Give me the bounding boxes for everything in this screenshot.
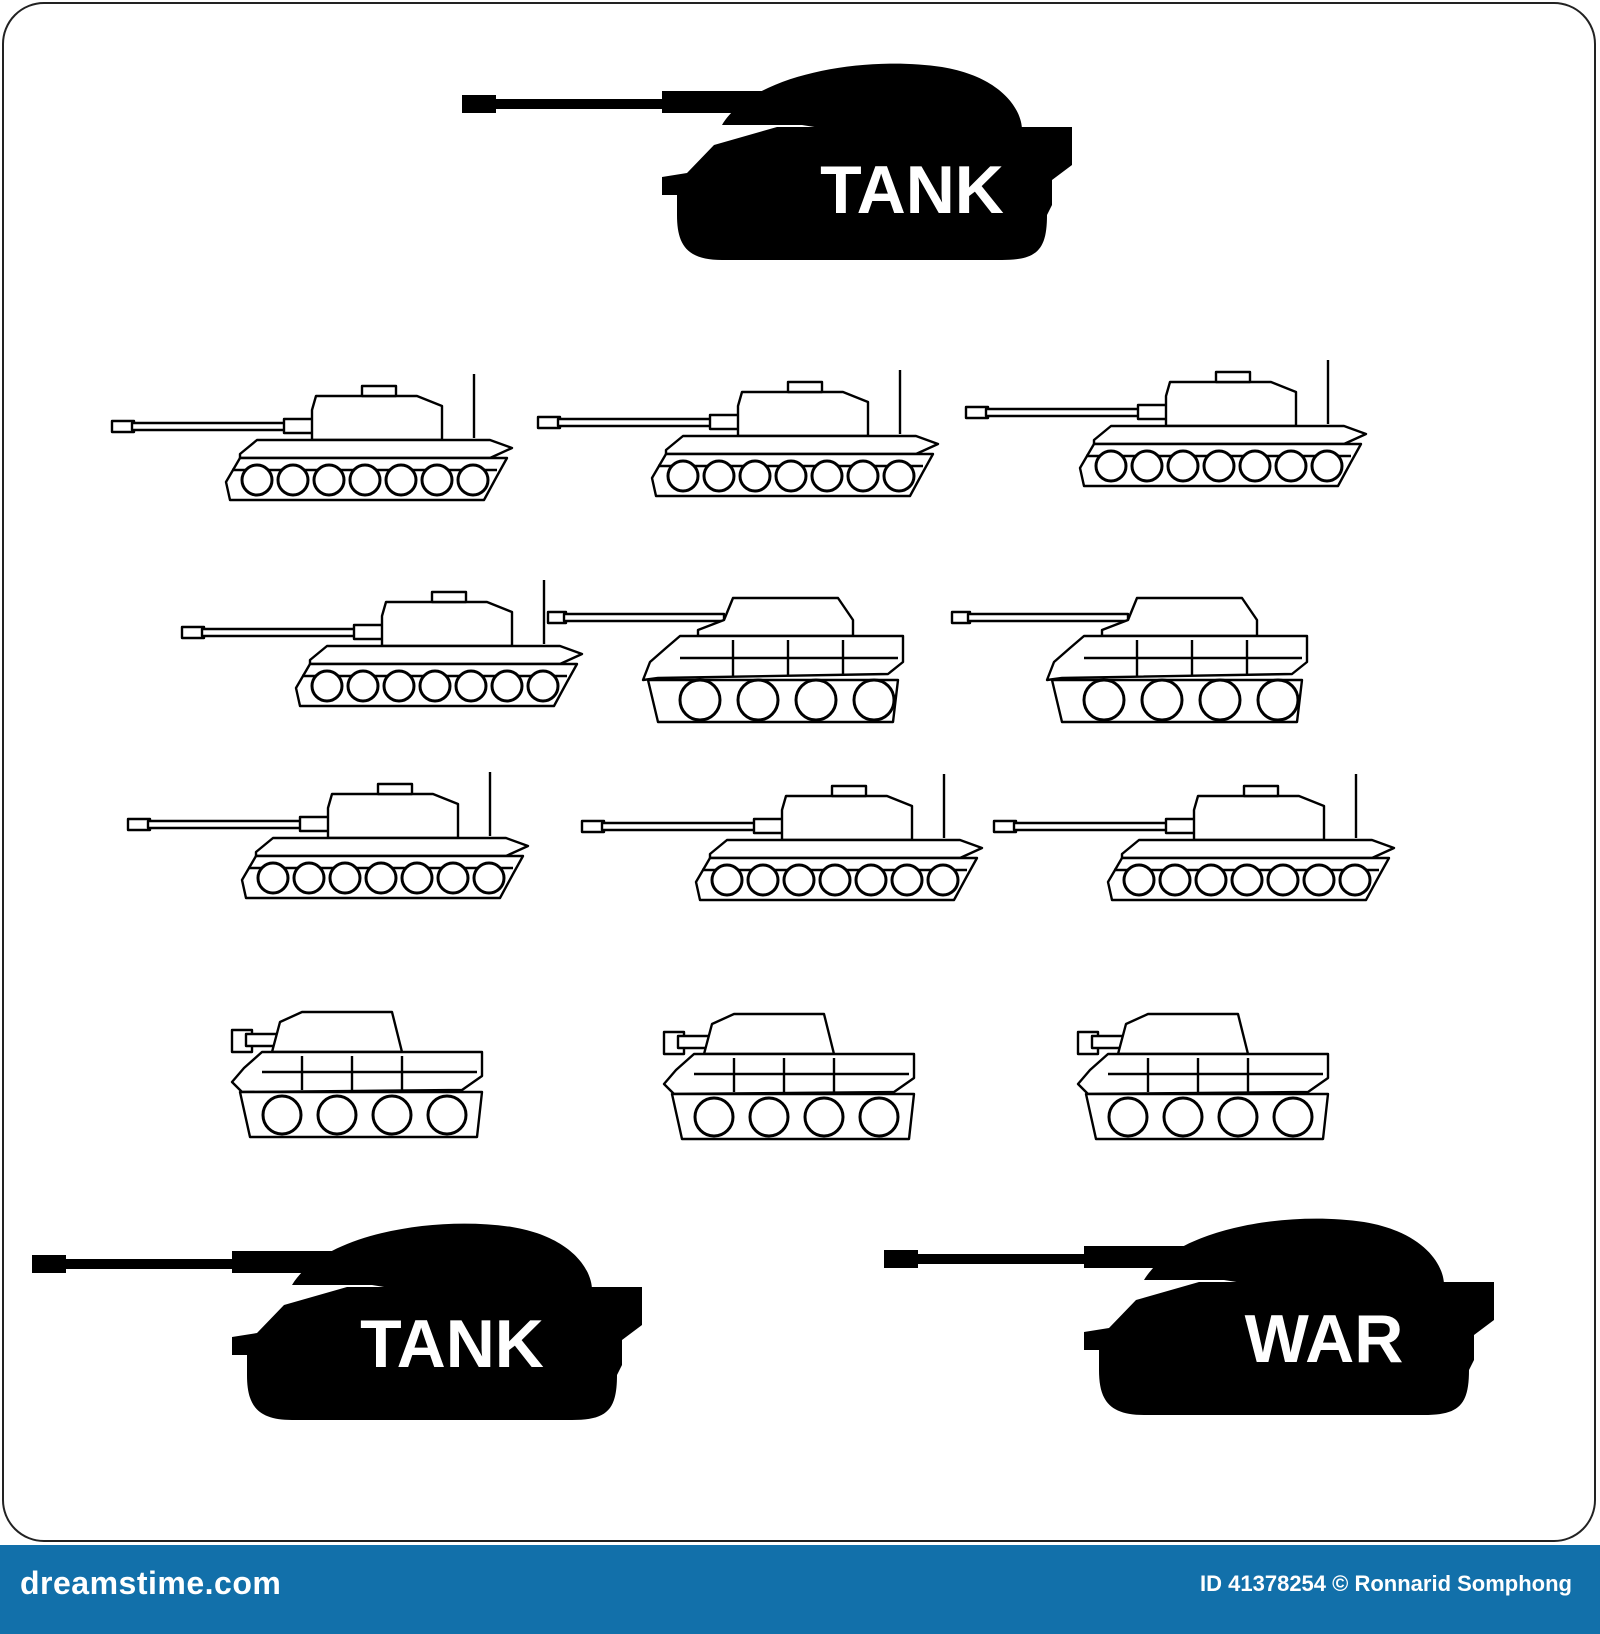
outline-tank-7	[126, 770, 530, 900]
silhouette-tank-bottom-right: WAR	[884, 1218, 1494, 1415]
footer-brand[interactable]: dreamstime.com	[20, 1565, 282, 1601]
silhouette-label-bottom-left: TANK	[360, 1306, 544, 1382]
footer-credit: ID 41378254 © Ronnarid Somphong	[1200, 1571, 1572, 1596]
outline-tank-2	[536, 368, 940, 498]
outline-tank-11	[662, 1012, 916, 1141]
outline-tank-3	[964, 358, 1368, 488]
silhouette-tank-top: TANK	[462, 63, 1072, 261]
outline-tank-9	[992, 772, 1396, 902]
outline-tank-10	[230, 1010, 484, 1139]
outline-tank-8	[580, 772, 984, 902]
outline-tank-6	[950, 596, 1309, 724]
silhouette-label-top: TANK	[820, 152, 1004, 228]
outline-tank-1	[110, 372, 514, 502]
outline-tank-4	[180, 578, 584, 708]
tank-illustration: TANK	[32, 63, 1494, 1420]
outline-tank-12	[1076, 1012, 1330, 1141]
outline-tank-5	[546, 596, 905, 724]
silhouette-tank-bottom-left: TANK	[32, 1223, 642, 1420]
silhouette-label-bottom-right: WAR	[1245, 1301, 1404, 1377]
watermark-footer: dreamstime.com ID 41378254 © Ronnarid So…	[0, 1545, 1600, 1634]
